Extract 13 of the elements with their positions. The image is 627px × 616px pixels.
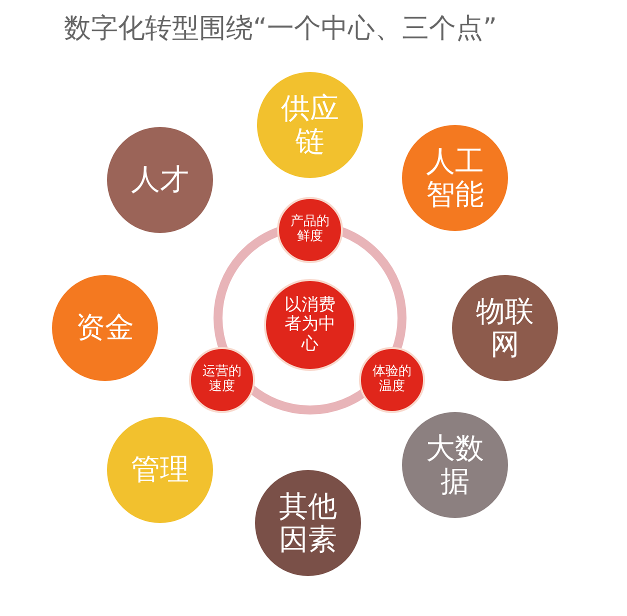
circle-label: 以消费者为中心 (284, 296, 336, 354)
circle-label: 产品的鲜度 (290, 215, 330, 245)
circle-label: 人工智能 (426, 144, 484, 212)
circle-label: 体验的温度 (372, 365, 412, 395)
circle-label: 人才 (131, 163, 189, 197)
circle-label: 物联网 (476, 294, 534, 362)
circle-label: 大数据 (426, 432, 484, 498)
circle-label: 供应链 (281, 92, 339, 158)
title: 数字化转型围绕“一个中心、三个点” (64, 12, 497, 46)
circle-label: 运营的速度 (202, 365, 242, 395)
circle-label: 资金 (76, 311, 134, 345)
circle-label: 管理 (131, 453, 189, 487)
circle-label: 其他因素 (279, 490, 337, 556)
